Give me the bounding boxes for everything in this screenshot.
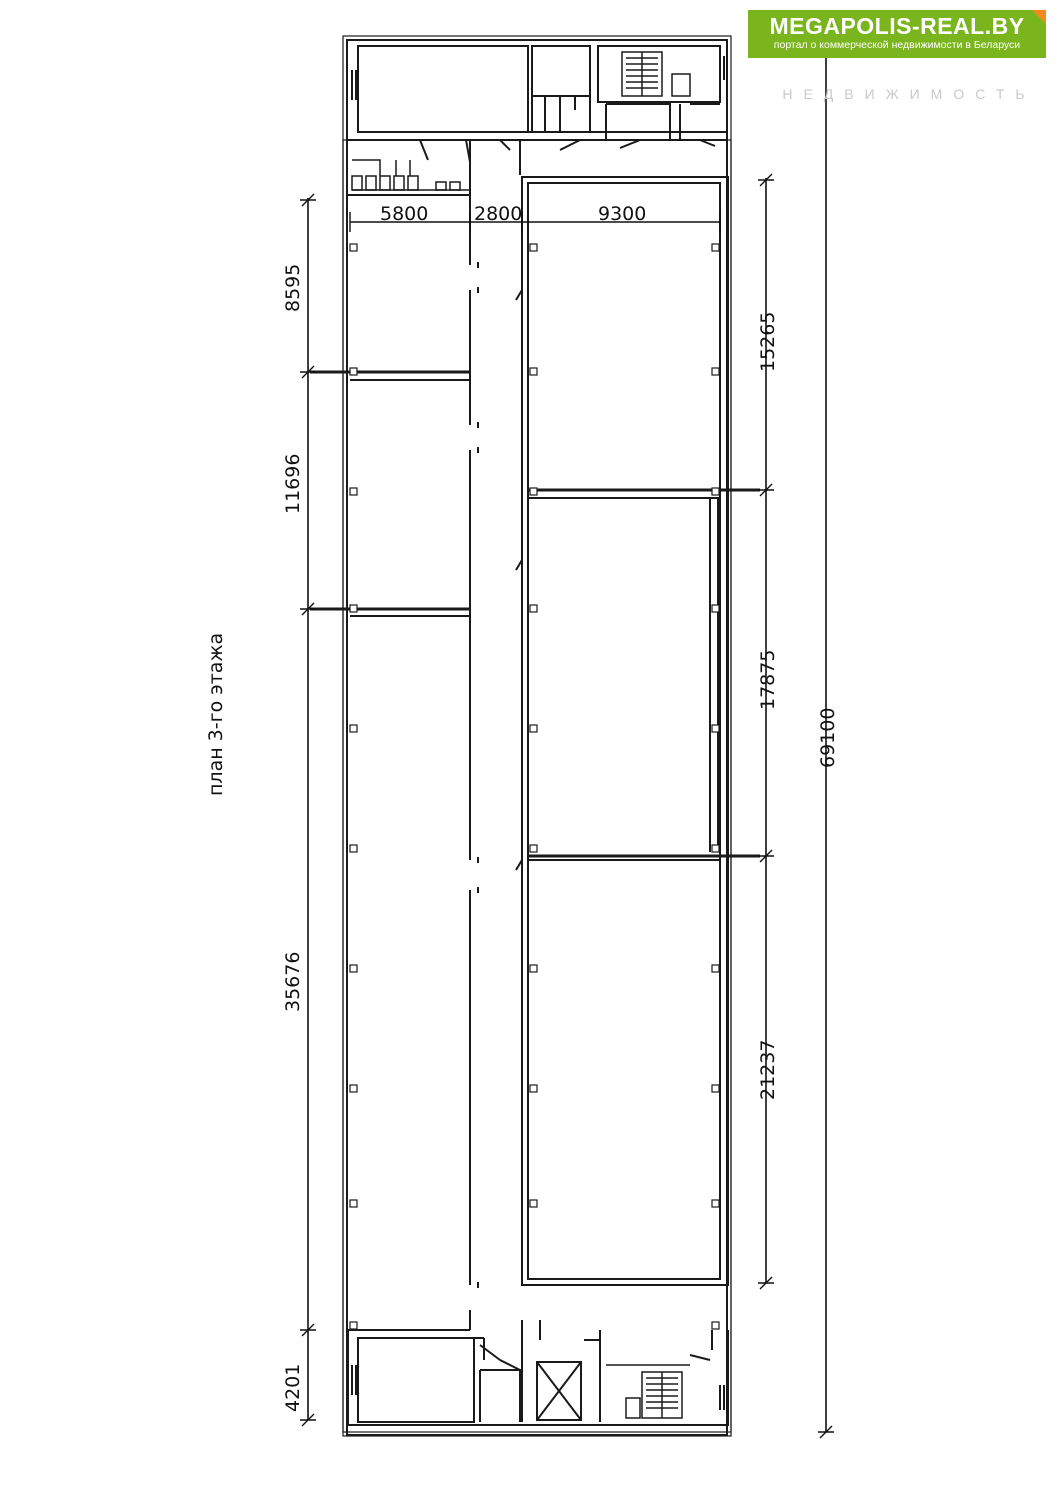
brand-tagline: портал о коммерческой недвижимости в Бел… <box>773 39 1021 51</box>
left-rooms <box>310 194 479 1331</box>
dimension-lines <box>300 43 834 1439</box>
right-rooms <box>515 176 760 1286</box>
dim-left-room-width: 5800 <box>380 203 428 225</box>
wc-fixtures <box>351 159 470 191</box>
stair-bottom <box>606 1364 690 1419</box>
dim-right-room-3: 21237 <box>757 1040 779 1100</box>
dim-left-room-1: 8595 <box>282 264 304 312</box>
brand-corner-mark <box>1032 10 1046 24</box>
dim-left-room-3: 35676 <box>282 952 304 1012</box>
bottom-service-block <box>347 1320 729 1426</box>
dim-right-room-1: 15265 <box>757 312 779 372</box>
dim-left-room-2: 11696 <box>282 454 304 514</box>
dim-total-length: 69100 <box>817 708 839 768</box>
brand-logo: MEGAPOLIS-REAL.BY портал о коммерческой … <box>748 10 1046 58</box>
stair-top <box>621 51 691 97</box>
dim-left-bottom: 4201 <box>282 1364 304 1412</box>
window-marks <box>351 56 725 1410</box>
brand-name: MEGAPOLIS-REAL.BY <box>769 13 1025 39</box>
dim-right-room-width: 9300 <box>598 203 646 225</box>
plan-title: план 3-го этажа <box>205 633 227 796</box>
dim-right-room-2: 17875 <box>757 650 779 710</box>
dim-corridor-width: 2800 <box>474 203 522 225</box>
column-markers <box>349 243 720 1330</box>
brand-subtitle: НЕДВИЖИМОСТЬ <box>782 86 1036 102</box>
top-service-block <box>348 45 728 195</box>
